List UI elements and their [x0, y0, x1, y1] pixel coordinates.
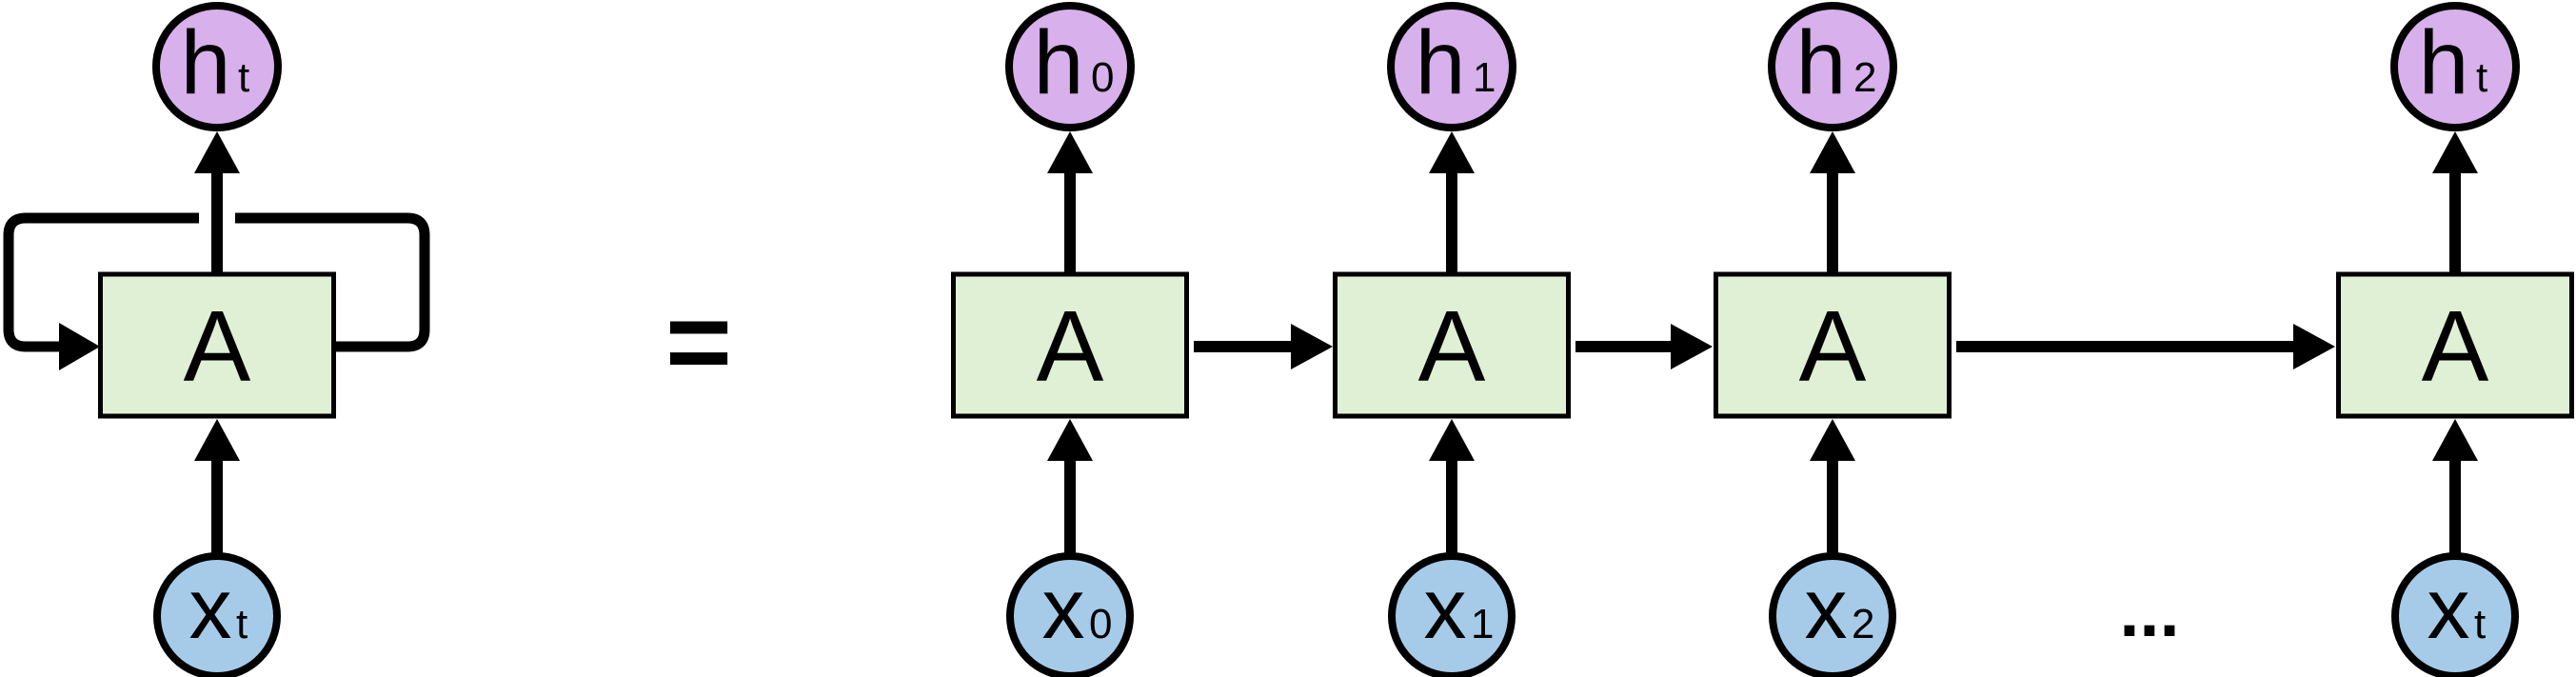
cell-box — [98, 271, 336, 419]
hidden-state-label: h — [1416, 12, 1466, 113]
unrolled-unit-2: A h 2 x 2 — [1714, 2, 1952, 677]
output-arrowhead — [1429, 131, 1475, 173]
state-arrow-2-t — [1956, 324, 2335, 369]
state-arrowhead — [1671, 324, 1713, 369]
input-label: x — [1805, 562, 1848, 657]
hidden-state-circle — [1387, 2, 1516, 131]
output-arrowhead — [1810, 131, 1855, 173]
cell-box — [1333, 271, 1571, 419]
cell-box — [2336, 271, 2574, 419]
hidden-state-circle — [1005, 2, 1135, 131]
unrolled-unit-0: A h 0 x 0 — [951, 2, 1189, 677]
rolled-rnn-unit: A h t x t — [3, 2, 430, 677]
input-circle — [1388, 552, 1516, 677]
input-subscript: 2 — [1852, 601, 1874, 647]
hidden-state-label: h — [181, 12, 231, 113]
state-arrow-0-1 — [1194, 324, 1333, 369]
hidden-state-circle — [1768, 2, 1897, 131]
input-circle — [153, 552, 281, 677]
input-label: x — [1424, 562, 1467, 657]
cell-label: A — [2422, 290, 2489, 403]
output-arrowhead — [194, 131, 240, 173]
hidden-state-circle — [152, 2, 282, 131]
hidden-state-subscript: 2 — [1853, 54, 1876, 101]
state-arrow-1-2 — [1575, 324, 1713, 369]
input-subscript: 1 — [1471, 601, 1494, 647]
input-arrowhead — [1047, 419, 1093, 461]
hidden-state-subscript: 1 — [1473, 54, 1496, 101]
cell-box — [951, 271, 1189, 419]
unrolled-unit-t: A h t x t — [2336, 2, 2574, 677]
unrolled-unit-1: A h 1 x 1 — [1333, 2, 1571, 677]
hidden-state-subscript: t — [2476, 54, 2487, 101]
output-arrowhead — [1047, 131, 1093, 173]
input-subscript: t — [2474, 601, 2486, 647]
input-arrowhead — [194, 419, 240, 461]
input-circle — [1006, 552, 1134, 677]
state-arrowhead — [1291, 324, 1333, 369]
ellipsis: ... — [2119, 571, 2179, 652]
input-label: x — [1042, 562, 1085, 657]
input-circle — [2391, 552, 2519, 677]
cell-label: A — [1418, 290, 1486, 403]
input-circle — [1769, 552, 1896, 677]
hidden-state-subscript: t — [238, 54, 249, 101]
hidden-state-subscript: 0 — [1091, 54, 1114, 101]
hidden-state-label: h — [2419, 12, 2469, 113]
input-subscript: 0 — [1089, 601, 1112, 647]
input-arrowhead — [2432, 419, 2478, 461]
cell-box — [1714, 271, 1952, 419]
output-arrowhead — [2432, 131, 2478, 173]
hidden-state-circle — [2390, 2, 2520, 131]
cell-label: A — [1037, 290, 1104, 403]
input-label: x — [189, 562, 232, 657]
state-arrowhead — [2293, 324, 2335, 369]
equals-sign: = — [665, 278, 732, 406]
hidden-state-label: h — [1034, 12, 1084, 113]
recurrent-loop-arrowhead — [59, 323, 100, 370]
input-arrowhead — [1429, 419, 1475, 461]
cell-label: A — [184, 290, 251, 403]
hidden-state-label: h — [1796, 12, 1847, 113]
cell-label: A — [1799, 290, 1867, 403]
input-arrowhead — [1810, 419, 1855, 461]
input-label: x — [2427, 562, 2470, 657]
input-subscript: t — [236, 601, 248, 647]
